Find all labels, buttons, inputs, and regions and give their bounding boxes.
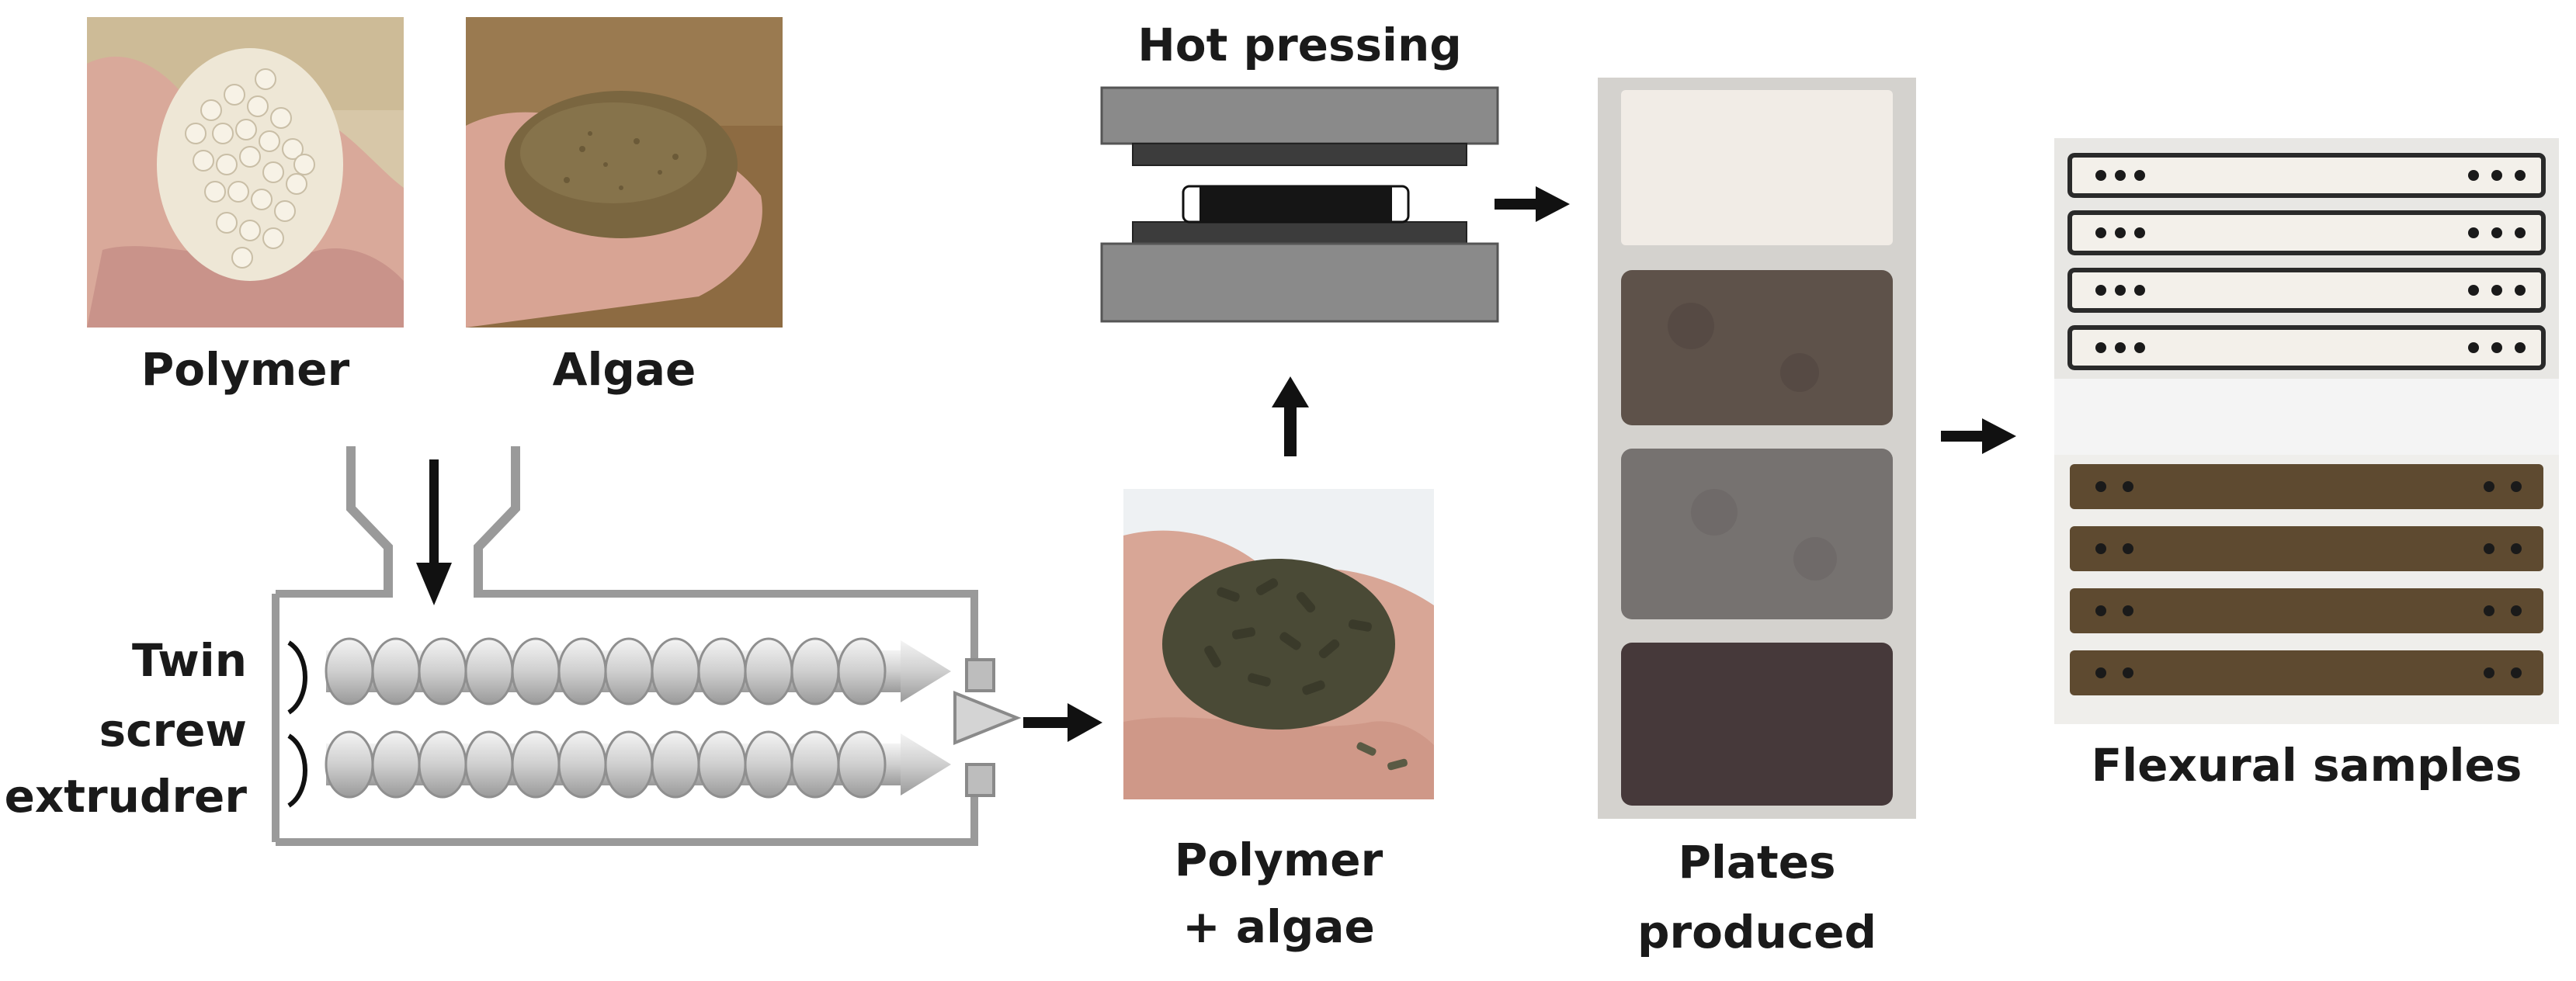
press-top-plate xyxy=(1132,143,1467,166)
rotation-arcs xyxy=(287,640,307,808)
press-bottom-plate xyxy=(1132,221,1467,244)
plate-1 xyxy=(1621,90,1893,245)
brown-sample-1 xyxy=(2070,464,2543,509)
plate-4 xyxy=(1621,643,1893,806)
white-sample-2 xyxy=(2067,210,2546,255)
algae-label: Algae xyxy=(552,343,696,396)
polymer-algae-label-line1: Polymer xyxy=(1174,834,1383,886)
plates-photo xyxy=(1598,78,1916,819)
flexural-samples-photo xyxy=(2054,138,2559,724)
polymer-label: Polymer xyxy=(141,343,350,396)
up-arrow-icon xyxy=(1272,376,1309,456)
press-bottom-platen xyxy=(1100,242,1499,323)
hot-pressing-label: Hot pressing xyxy=(1137,19,1462,71)
right-arrow-icon xyxy=(1941,418,2016,454)
down-arrow-icon xyxy=(416,459,452,605)
extruder-die xyxy=(953,658,1022,797)
plates-label-line2: produced xyxy=(1637,906,1876,958)
plates-label-line1: Plates xyxy=(1678,836,1836,889)
brown-sample-4 xyxy=(2070,650,2543,695)
right-arrow-icon xyxy=(1495,186,1570,222)
algae-photo xyxy=(466,17,783,328)
press-top-platen xyxy=(1100,86,1499,145)
press-sample xyxy=(1199,186,1392,222)
extruder-label: extrudrer xyxy=(4,770,247,823)
white-sample-1 xyxy=(2067,153,2546,198)
extruder-hopper xyxy=(346,446,520,598)
screw-label: screw xyxy=(99,704,247,757)
white-sample-3 xyxy=(2067,268,2546,313)
polymer-algae-label-line2: + algae xyxy=(1182,900,1375,953)
right-arrow-icon xyxy=(1023,703,1102,742)
white-sample-4 xyxy=(2067,325,2546,370)
twin-label: Twin xyxy=(132,634,247,687)
extruder-screws xyxy=(325,637,951,799)
hot-press-diagram xyxy=(1100,86,1499,323)
brown-sample-3 xyxy=(2070,588,2543,633)
mixed-pellets-photo xyxy=(1123,489,1434,799)
extruder-barrel xyxy=(272,590,978,846)
brown-sample-2 xyxy=(2070,526,2543,571)
polymer-photo xyxy=(87,17,404,328)
flexural-samples-label: Flexural samples xyxy=(2091,739,2522,792)
